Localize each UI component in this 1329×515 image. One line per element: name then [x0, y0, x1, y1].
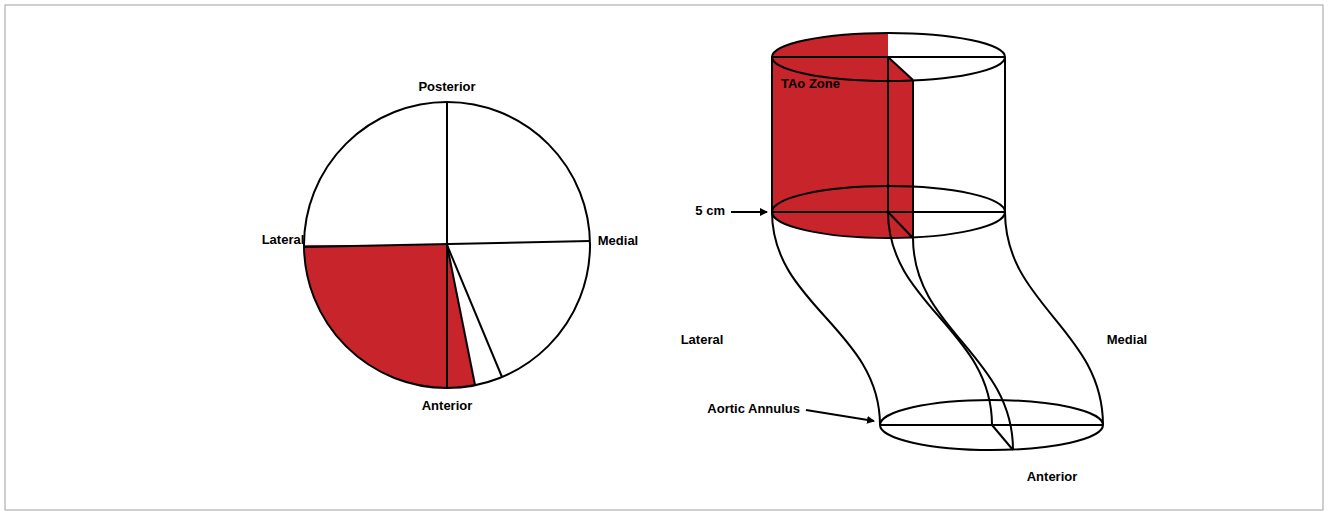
- annulus-label: Aortic Annulus: [707, 401, 800, 417]
- aorta-cross-section: [304, 102, 590, 388]
- sector-line: [447, 245, 502, 377]
- pointer-arrow: [806, 410, 874, 421]
- orientation-label: Medial: [1107, 332, 1147, 348]
- orientation-label: Lateral: [681, 332, 724, 348]
- orientation-label: Lateral: [262, 232, 305, 248]
- tao-zone: [772, 33, 913, 238]
- pointer-arrow: [731, 211, 767, 213]
- orientation-label: Anterior: [1027, 469, 1078, 485]
- sector-line: [447, 245, 475, 385]
- orientation-label: Medial: [598, 233, 638, 249]
- zone-label: TAo Zone: [781, 76, 840, 92]
- level-label: 5 cm: [695, 203, 725, 219]
- tao-sector: [304, 245, 475, 388]
- figure-frame: [5, 5, 1323, 510]
- orientation-label: Anterior: [422, 398, 473, 414]
- orientation-label: Posterior: [418, 79, 475, 95]
